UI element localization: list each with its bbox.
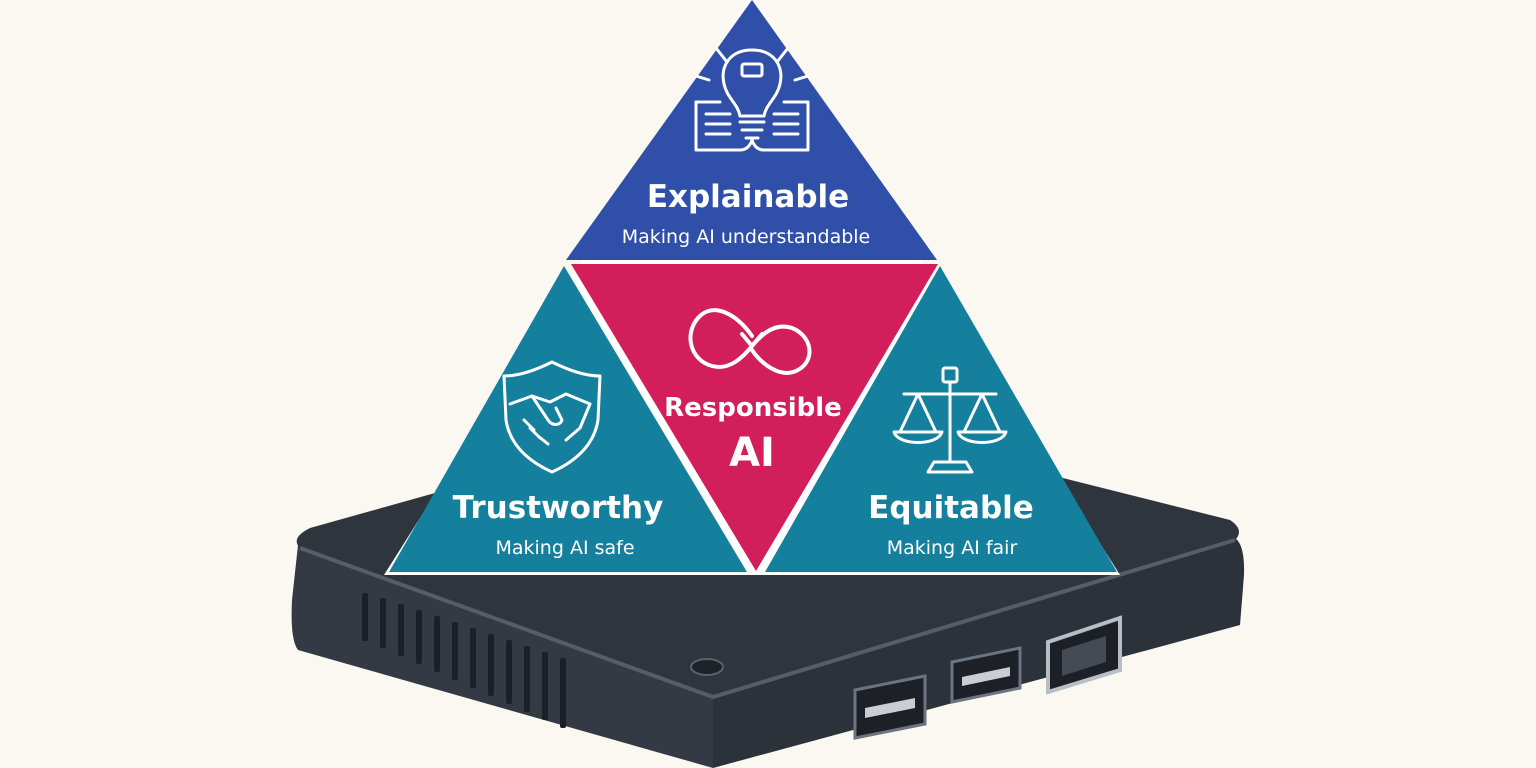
ethernet-port-icon: [1046, 615, 1122, 695]
usb-port-icon: [950, 646, 1022, 704]
trustworthy-title: Trustworthy: [453, 490, 664, 526]
explainable-description: Making AI understandable: [622, 226, 871, 248]
scales-icon: [892, 366, 1008, 474]
lightbulb-book-icon: [694, 46, 810, 152]
device-front-right-face: [713, 538, 1245, 768]
infinity-loop-icon: [688, 308, 812, 375]
segment-responsible-ai: [571, 264, 938, 571]
segment-equitable: [765, 266, 1117, 572]
handshake-shield-icon: [502, 360, 602, 474]
explainable-title: Explainable: [647, 179, 849, 215]
responsible-ai-pyramid: Explainable Making AI understandable Res…: [384, 0, 1120, 575]
equitable-description: Making AI fair: [887, 537, 1018, 559]
device-front-left-face: [291, 545, 713, 768]
equitable-title: Equitable: [868, 490, 1034, 526]
trustworthy-description: Making AI safe: [495, 537, 634, 559]
segment-trustworthy: [389, 266, 747, 572]
device-top-edge: [299, 538, 1236, 700]
power-button: [690, 658, 724, 676]
responsible-ai-label: AI: [729, 430, 775, 476]
responsible-title: Responsible: [664, 393, 842, 423]
device-vent-slots: [362, 593, 566, 728]
usb-port-icon: [853, 674, 927, 740]
